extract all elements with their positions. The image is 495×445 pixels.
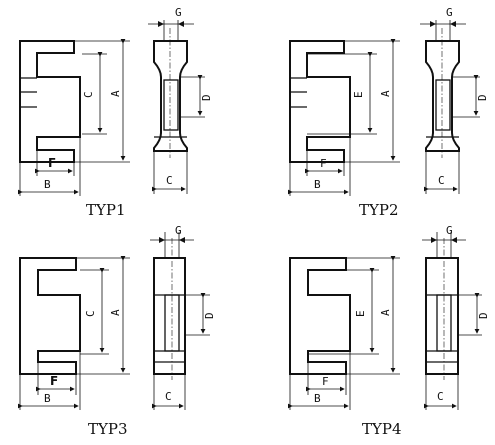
typ3-core-outline <box>19 257 81 375</box>
typ4-drawing: E A F B G D C TYP4 <box>288 224 490 438</box>
typ2-pin-lines <box>290 77 307 108</box>
typ2-label-b: B <box>314 178 321 191</box>
typ3-label-b: B <box>44 392 51 405</box>
typ2-label-g: G <box>446 6 453 19</box>
typ4-caption: TYP4 <box>362 420 402 438</box>
typ3-side-outline <box>153 257 186 375</box>
typ1-drawing: C A F B G D C TYP1 <box>18 6 213 219</box>
typ1-label-f: F <box>48 156 56 170</box>
typ3-label-c: C <box>165 390 172 403</box>
typ3-label-g: G <box>175 224 182 237</box>
typ4-label-d: D <box>477 312 490 319</box>
typ1-pin-lines <box>20 77 37 108</box>
typ4-side-outline <box>425 257 459 375</box>
typ4-label-b: B <box>314 392 321 405</box>
typ2-label-outer: A <box>379 90 392 97</box>
typ4-label-inner: E <box>354 310 367 317</box>
typ1-label-g: G <box>175 6 182 19</box>
typ1-core-outline <box>19 40 81 163</box>
typ1-label-outer: A <box>109 90 122 97</box>
typ2-caption: TYP2 <box>359 201 399 219</box>
typ2-core-outline <box>289 40 351 163</box>
typ1-label-c: C <box>166 174 173 187</box>
typ2-drawing: E A F B G D C TYP2 <box>288 6 489 219</box>
typ2-label-c: C <box>438 174 445 187</box>
typ3-label-f: F <box>50 374 58 388</box>
typ2-label-inner: E <box>352 91 365 98</box>
typ4-label-f: F <box>322 375 329 388</box>
typ4-label-outer: A <box>379 309 392 316</box>
typ1-label-b: B <box>44 178 51 191</box>
typ1-caption: TYP1 <box>86 201 126 219</box>
typ3-label-inner: C <box>84 310 97 317</box>
typ4-core-outline <box>289 257 351 375</box>
typ3-drawing: C A F B G D C TYP3 <box>18 224 216 438</box>
typ1-side-outline <box>153 40 188 152</box>
typ4-label-c: C <box>437 390 444 403</box>
typ3-label-d: D <box>203 312 216 319</box>
typ1-label-inner: C <box>82 91 95 98</box>
typ2-label-f: F <box>320 157 327 170</box>
typ2-side-outline <box>425 40 460 152</box>
typ3-label-outer: A <box>109 309 122 316</box>
typ1-label-d: D <box>200 94 213 101</box>
typ3-caption: TYP3 <box>88 420 128 438</box>
typ4-label-g: G <box>446 224 453 237</box>
typ2-label-d: D <box>476 94 489 101</box>
